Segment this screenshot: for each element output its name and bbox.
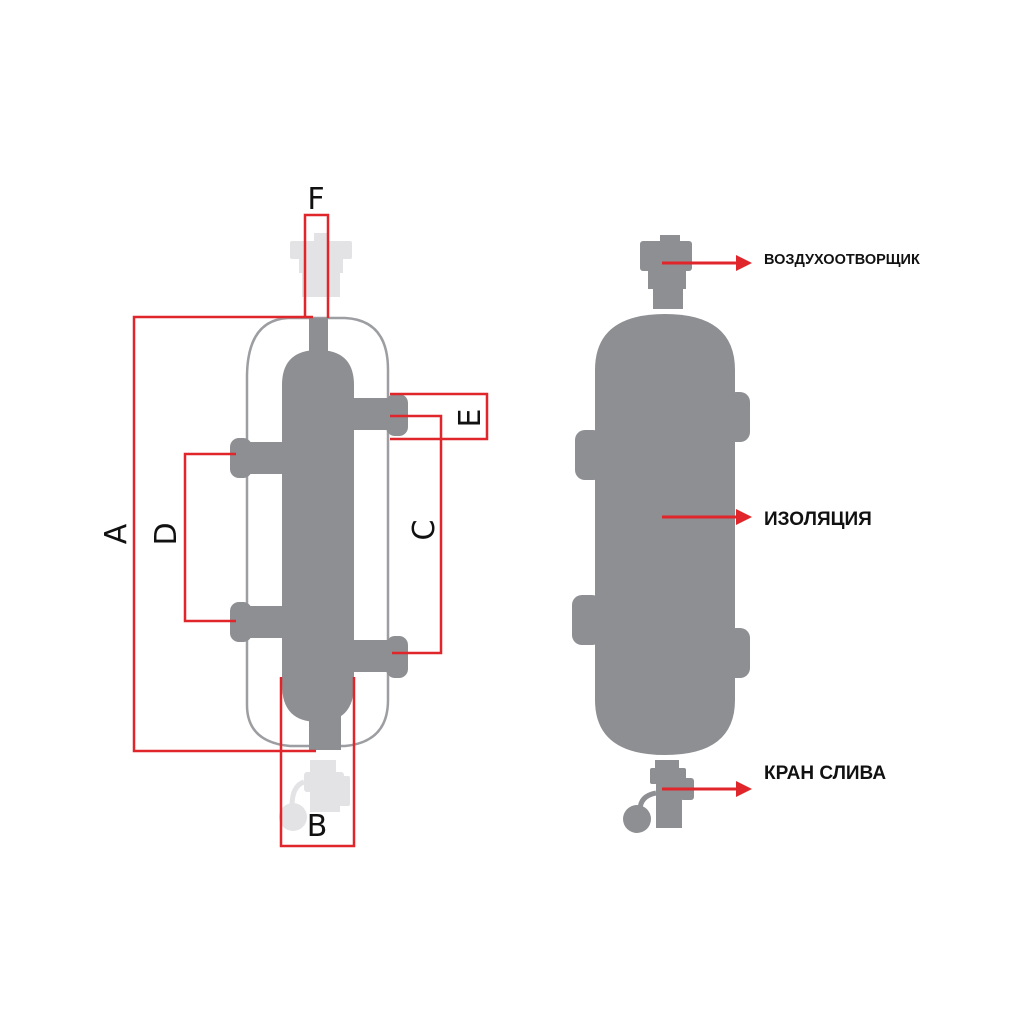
dimension-label-d: D [149, 522, 184, 545]
dimension-d-line [183, 452, 236, 623]
dimension-f-box [303, 213, 330, 318]
drain-valve-part [623, 760, 694, 833]
insulated-view: ВОЗДУХООТВОРЩИК ИЗОЛЯЦИЯ КРАН СЛИВА [572, 235, 920, 833]
dimension-c-line [390, 414, 443, 655]
dimension-label-f: F [307, 182, 324, 217]
dimension-a-line [132, 315, 316, 753]
separator-body [230, 318, 408, 750]
dimension-lines [132, 213, 489, 848]
dimension-label-c: C [407, 520, 442, 541]
dimension-label-a: A [99, 523, 134, 544]
air-vent-part [640, 235, 692, 309]
dimensioned-view: F B A D C E [99, 182, 489, 848]
insulation-label: ИЗОЛЯЦИЯ [764, 509, 872, 530]
dimension-label-b: B [307, 809, 328, 844]
drain-valve-label: КРАН СЛИВА [764, 763, 886, 784]
insulation-shell [572, 314, 750, 755]
drain-valve-light [279, 760, 350, 831]
callout-arrows [662, 255, 752, 797]
insulation-outline [245, 316, 390, 748]
dimension-e-box [390, 392, 489, 441]
dimension-b-box [279, 677, 356, 848]
dimension-label-e: E [453, 409, 488, 428]
air-vent-label: ВОЗДУХООТВОРЩИК [764, 252, 920, 268]
air-vent-light [290, 233, 352, 297]
